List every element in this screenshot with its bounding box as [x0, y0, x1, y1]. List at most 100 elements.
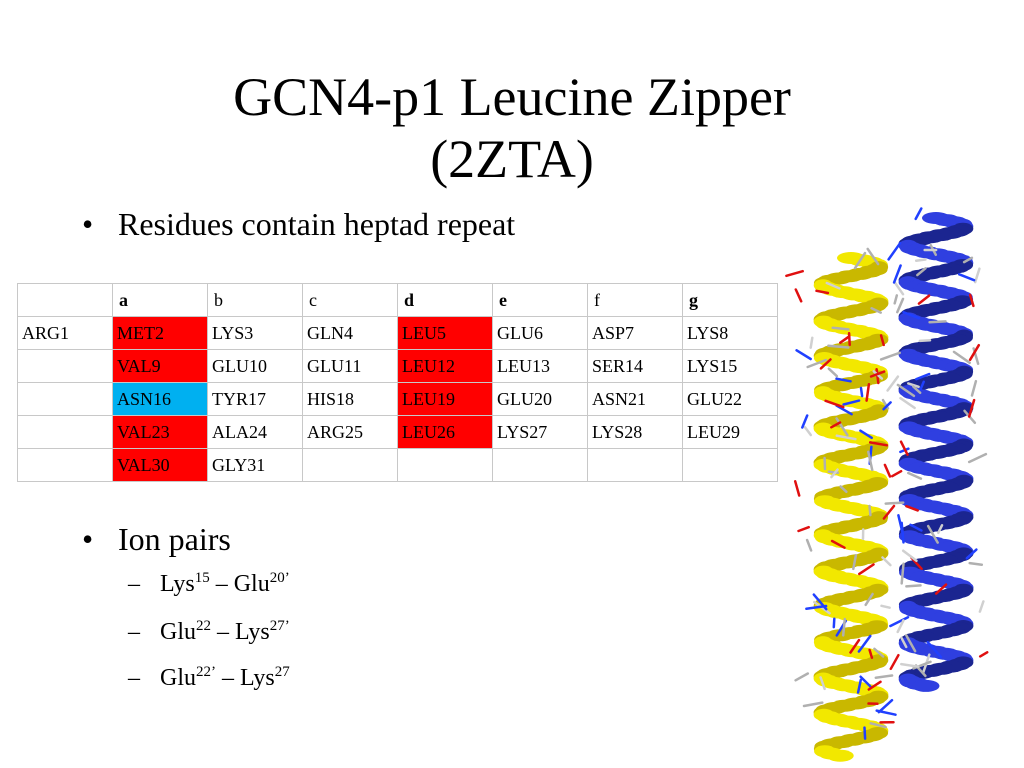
side-chain-stick: [916, 267, 927, 277]
pair-separator: –: [209, 571, 234, 597]
side-chain-stick: [868, 648, 874, 659]
side-chain-stick: [868, 441, 889, 447]
side-chain-stick: [794, 288, 803, 303]
side-chain-stick: [905, 634, 917, 653]
pair-separator: –: [211, 619, 235, 645]
side-chain-stick: [896, 297, 905, 314]
side-chain-stick: [879, 351, 901, 361]
dash-icon: –: [128, 665, 140, 691]
side-chain-stick: [909, 523, 923, 532]
side-chain-stick: [795, 349, 812, 361]
side-chain-stick: [827, 367, 839, 378]
side-chain-stick: [865, 382, 871, 402]
table-cell: GLU22: [682, 382, 778, 416]
side-chain-stick: [867, 450, 874, 472]
side-chain-stick: [857, 634, 872, 653]
table-row: VAL30 GLY31: [17, 448, 778, 482]
side-chain-stick: [899, 396, 916, 410]
table-header-row: a b c d e f g: [17, 283, 778, 317]
residue-label: Lys: [235, 619, 270, 645]
slide-title: GCN4-p1 Leucine Zipper (2ZTA): [0, 66, 1024, 190]
side-chain-stick: [874, 674, 894, 679]
table-cell: LYS15: [682, 349, 778, 383]
side-chain-stick: [859, 386, 864, 398]
side-chain-stick: [902, 311, 921, 320]
side-chain-stick: [978, 651, 989, 658]
residue-number: 20’: [269, 570, 290, 586]
side-chain-stick: [914, 207, 923, 221]
table-cell: [682, 448, 778, 482]
side-chain-stick: [968, 561, 984, 566]
side-chain-stick: [890, 469, 903, 478]
table-cell: VAL23: [112, 415, 208, 449]
side-chain-stick: [918, 338, 932, 343]
side-chain-stick: [970, 379, 978, 397]
side-chain-stick: [967, 398, 976, 418]
side-chain-stick: [900, 662, 920, 668]
side-chain-stick: [883, 463, 892, 478]
side-chain-stick: [907, 471, 923, 480]
side-chain-stick: [805, 604, 828, 611]
table-cell: [492, 448, 588, 482]
table-row: ASN16 TYR17 HIS18 LEU19 GLU20 ASN21 GLU2…: [17, 382, 778, 416]
side-chain-stick: [889, 653, 900, 671]
side-chain-stick: [884, 501, 905, 505]
table-cell: [587, 448, 683, 482]
side-chain-stick: [847, 331, 851, 347]
side-chain-stick: [882, 504, 896, 520]
side-chain-stick: [886, 375, 900, 392]
side-chain-stick: [835, 404, 853, 416]
side-chain-stick: [887, 241, 902, 261]
table-cell: LEU26: [397, 415, 493, 449]
bullet-icon: •: [82, 206, 94, 242]
residue-label: Lys: [160, 571, 195, 597]
side-chain-stick: [815, 289, 830, 295]
header-cell: [17, 283, 113, 317]
table-row: VAL23 ALA24 ARG25 LEU26 LYS27 LYS28 LEU2…: [17, 415, 778, 449]
table-cell: LEU13: [492, 349, 588, 383]
side-chain-stick: [900, 521, 905, 544]
table-cell: HIS18: [302, 382, 398, 416]
helix-ribbon-segment: [912, 679, 940, 692]
side-chain-stick: [825, 281, 841, 290]
pair-separator: –: [216, 665, 240, 691]
side-chain-stick: [968, 343, 981, 362]
side-chain-stick: [893, 280, 905, 296]
side-chain-stick: [957, 273, 976, 282]
header-cell-e: e: [492, 283, 588, 317]
slide-title-line2: (2ZTA): [430, 129, 594, 189]
side-chain-stick: [856, 678, 863, 694]
side-chain-stick: [905, 584, 922, 588]
table-cell: GLU11: [302, 349, 398, 383]
table-cell: GLU6: [492, 316, 588, 350]
table-cell: LYS27: [492, 415, 588, 449]
header-cell-a: a: [112, 283, 208, 317]
table-cell: GLU10: [207, 349, 303, 383]
residue-label: Glu: [233, 571, 270, 597]
coiled-coil-structure-icon: [785, 207, 989, 762]
side-chain-stick: [973, 267, 981, 284]
table-cell: ARG1: [17, 316, 113, 350]
side-chain-stick: [901, 549, 918, 563]
side-chain-stick: [830, 468, 839, 479]
residue-label: Glu: [160, 619, 196, 645]
side-chain-stick: [794, 672, 810, 682]
header-cell-c: c: [302, 283, 398, 317]
side-chains: [785, 207, 989, 740]
side-chain-stick: [934, 583, 948, 595]
table-cell: SER14: [587, 349, 683, 383]
side-chain-stick: [835, 434, 857, 441]
table-cell: [397, 448, 493, 482]
dash-icon: –: [128, 571, 140, 597]
side-chain-stick: [824, 399, 845, 409]
side-chain-stick: [864, 592, 874, 607]
side-chain-stick: [830, 421, 842, 429]
table-cell: GLY31: [207, 448, 303, 482]
side-chain-stick: [899, 440, 909, 456]
table-cell: LEU12: [397, 349, 493, 383]
side-chain-stick: [877, 698, 894, 714]
side-chain-stick: [937, 524, 944, 535]
table-cell: LYS28: [587, 415, 683, 449]
side-chain-stick: [839, 485, 848, 494]
helix-ribbon-segment: [826, 749, 854, 762]
